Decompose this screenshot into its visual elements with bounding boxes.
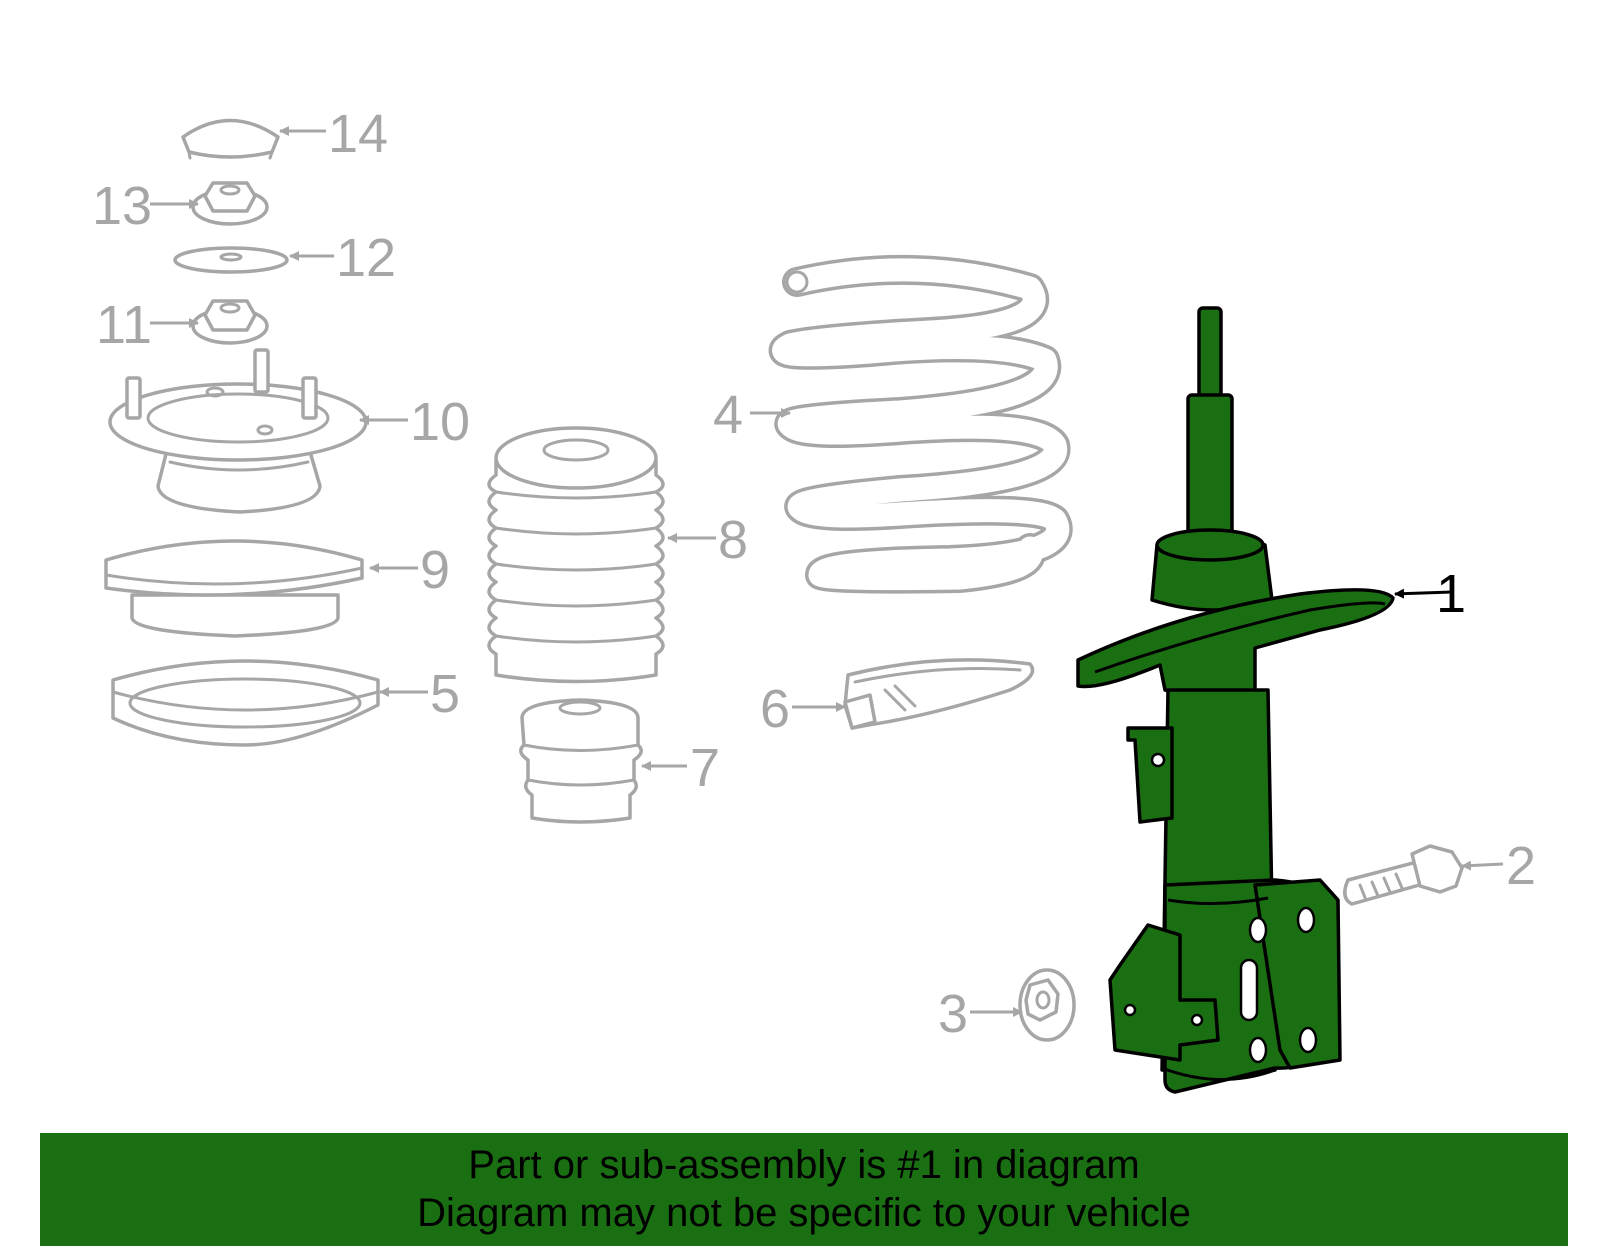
notice-line-2: Diagram may not be specific to your vehi… — [417, 1191, 1191, 1235]
nut-part-3[interactable] — [1018, 968, 1076, 1042]
notice-line-1: Part or sub-assembly is #1 in diagram — [468, 1143, 1140, 1187]
nut-part-11[interactable] — [191, 299, 269, 345]
callout-label-6: 6 — [760, 679, 790, 739]
nut-part-13[interactable] — [191, 181, 269, 226]
coil-spring-part-4[interactable] — [768, 254, 1073, 594]
diagram-notice-banner: Part or sub-assembly is #1 in diagram Di… — [40, 1133, 1568, 1246]
callout-label-11: 11 — [96, 295, 152, 355]
callout-label-7: 7 — [690, 738, 720, 798]
strut-assembly-part-1[interactable] — [1076, 306, 1395, 1094]
cap-part-14[interactable] — [181, 118, 280, 160]
callout-label-4: 4 — [713, 385, 743, 445]
lower-spring-seat-part-5[interactable] — [111, 659, 380, 747]
callout-label-2: 2 — [1506, 836, 1536, 896]
callout-label-14: 14 — [328, 104, 388, 164]
callout-arrows — [150, 126, 1504, 1017]
strut-mount-part-10[interactable] — [108, 348, 368, 514]
callout-label-13: 13 — [92, 176, 152, 236]
bolt-part-2[interactable] — [1343, 844, 1464, 906]
callout-label-8: 8 — [718, 510, 748, 570]
upper-spring-seat-part-9[interactable] — [104, 539, 364, 638]
parts-diagram: 1 2 3 4 5 6 7 8 9 10 11 12 13 14 — [92, 104, 1536, 1094]
callout-label-12: 12 — [336, 228, 396, 288]
spring-insulator-part-6[interactable] — [843, 658, 1035, 730]
callout-label-10: 10 — [410, 392, 470, 452]
bump-stop-part-7[interactable] — [519, 698, 643, 824]
washer-part-12[interactable] — [173, 246, 289, 274]
callout-label-3: 3 — [938, 984, 968, 1044]
callout-label-1: 1 — [1436, 564, 1466, 624]
callout-label-5: 5 — [430, 664, 460, 724]
callout-label-9: 9 — [420, 540, 450, 600]
dust-boot-part-8[interactable] — [487, 426, 665, 684]
